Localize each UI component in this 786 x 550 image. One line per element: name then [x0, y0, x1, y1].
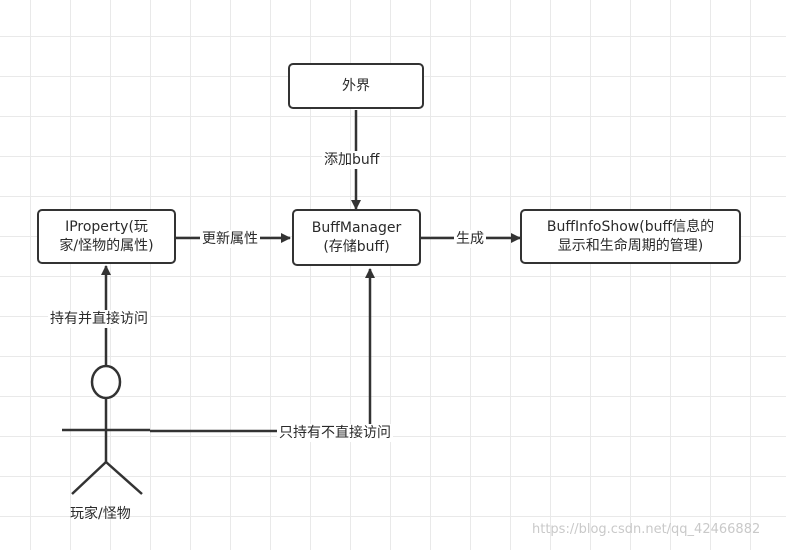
edge-actor-to-buffmanager: [150, 268, 375, 433]
actor-stick-figure: [62, 364, 150, 495]
edge-label-generate: 生成: [454, 230, 486, 248]
actor-head: [90, 364, 122, 400]
node-buff-info-show-label: BuffInfoShow(buff信息的 显示和生命周期的管理): [546, 218, 715, 254]
node-buff-manager-label: BuffManager (存储buff): [311, 219, 402, 255]
node-outside-label: 外界: [342, 77, 370, 94]
node-buff-manager[interactable]: BuffManager (存储buff): [292, 209, 421, 266]
node-outside[interactable]: 外界: [288, 63, 424, 109]
edge-label-update-property: 更新属性: [200, 230, 260, 248]
actor-left-leg: [71, 461, 107, 495]
edge-label-add-buff: 添加buff: [322, 151, 382, 169]
watermark-text: https://blog.csdn.net/qq_42466882: [532, 522, 761, 537]
actor-label: 玩家/怪物: [70, 506, 131, 522]
edge-label-hold-direct-access: 持有并直接访问: [48, 310, 150, 328]
node-iproperty-label: IProperty(玩 家/怪物的属性): [59, 218, 154, 254]
edge-label-hold-no-direct-access: 只持有不直接访问: [277, 424, 393, 442]
actor-right-leg: [105, 461, 143, 495]
node-iproperty[interactable]: IProperty(玩 家/怪物的属性): [37, 209, 176, 264]
node-buff-info-show[interactable]: BuffInfoShow(buff信息的 显示和生命周期的管理): [520, 209, 741, 264]
